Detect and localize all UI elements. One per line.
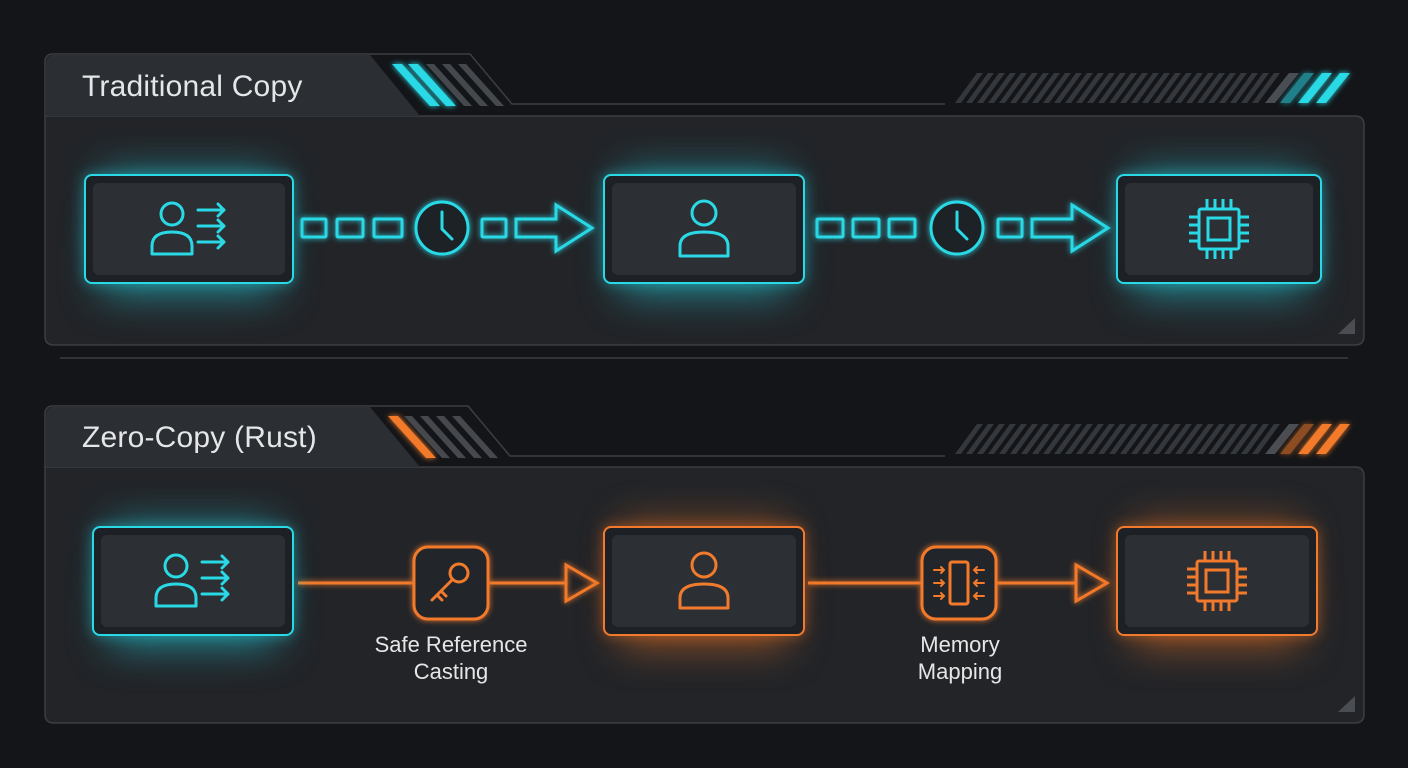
zero-copy-connector-1 bbox=[298, 562, 600, 604]
traditional-cpu-node bbox=[1116, 174, 1322, 284]
caption-line: Memory bbox=[920, 632, 1000, 657]
caption-line: Casting bbox=[413, 659, 489, 684]
safe-reference-casting-caption: Safe Reference Casting bbox=[351, 631, 551, 685]
user-icon bbox=[678, 199, 730, 258]
traditional-source-node bbox=[84, 174, 294, 284]
memory-mapping-icon bbox=[920, 545, 998, 621]
clock-icon bbox=[414, 200, 470, 256]
zero-copy-connector-2 bbox=[808, 562, 1110, 604]
traditional-connector-2 bbox=[815, 202, 1111, 254]
zero-copy-header-hatch bbox=[955, 424, 1350, 454]
memory-mapping-caption: Memory Mapping bbox=[880, 631, 1040, 685]
key-icon bbox=[412, 545, 490, 621]
traditional-copy-title: Traditional Copy bbox=[82, 70, 303, 103]
user-icon bbox=[678, 551, 730, 610]
zero-copy-source-node bbox=[92, 526, 294, 636]
traditional-user-node bbox=[603, 174, 805, 284]
traditional-header-hatch bbox=[955, 73, 1350, 103]
traditional-tab-stripes bbox=[392, 64, 504, 106]
traditional-connector-1 bbox=[300, 202, 595, 254]
clock-icon bbox=[929, 200, 985, 256]
user-send-icon bbox=[150, 201, 226, 256]
caption-line: Safe Reference bbox=[374, 632, 528, 657]
zero-copy-tab-stripes bbox=[388, 416, 498, 458]
cpu-chip-icon bbox=[1189, 199, 1249, 259]
zero-copy-title: Zero-Copy (Rust) bbox=[82, 421, 317, 454]
zero-copy-cpu-node bbox=[1116, 526, 1318, 636]
cpu-chip-icon bbox=[1187, 551, 1247, 611]
user-send-icon bbox=[154, 553, 230, 608]
zero-copy-user-node bbox=[603, 526, 805, 636]
caption-line: Mapping bbox=[917, 659, 1003, 684]
